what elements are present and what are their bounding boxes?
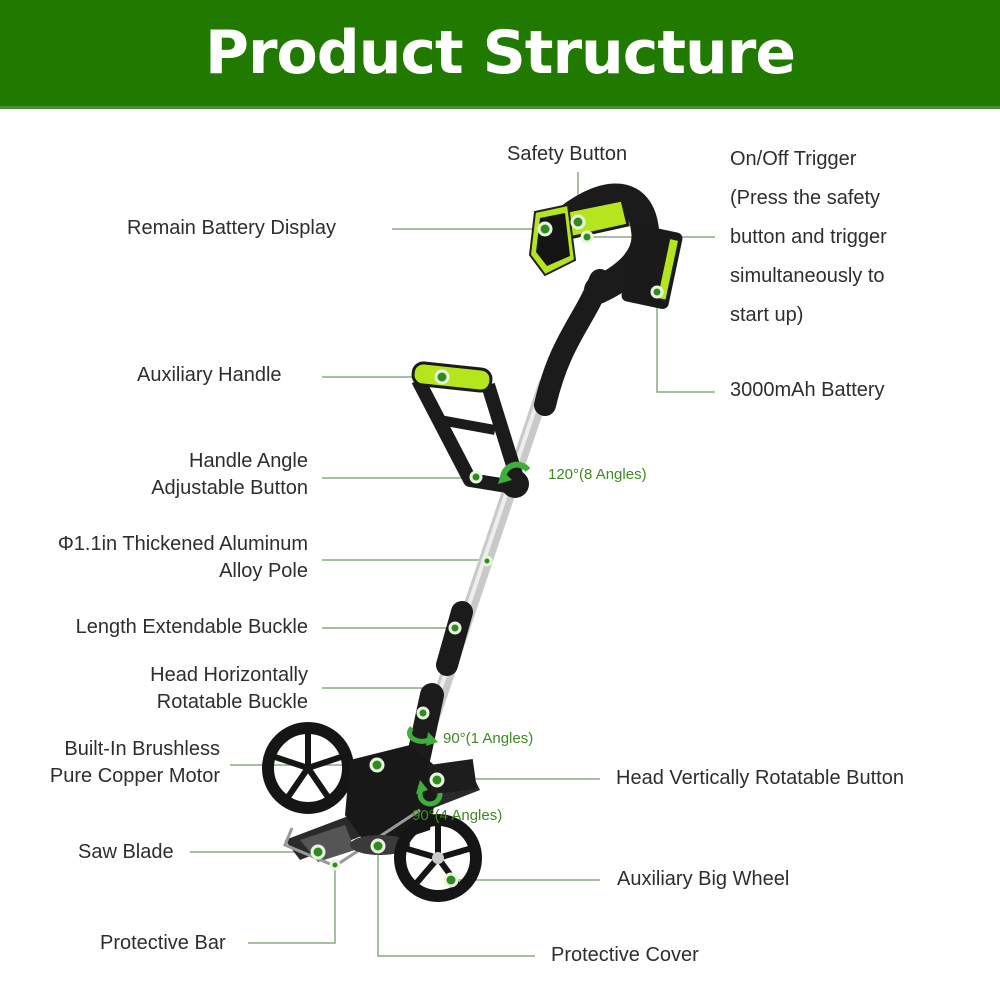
angle-handle: 120°(8 Angles) [548,466,647,483]
dot-protective-bar [329,859,341,871]
leader-protective-bar [248,865,336,944]
dot-pole [481,555,493,567]
trigger-line-4: simultaneously to [730,265,885,287]
handle-angle-line-2: Adjustable Button [151,477,308,499]
leader-battery [656,290,715,393]
handle-angle-line-1: Handle Angle [189,450,308,472]
auxiliary-handle [411,361,531,498]
angle-head-horizontal: 90°(1 Angles) [443,730,534,747]
dot-safety-button [570,214,586,230]
dot-head-vertical [429,772,445,788]
main-handle [528,183,683,310]
label-safety-button: Safety Button [507,143,628,165]
label-protective-cover: Protective Cover [551,944,699,966]
label-on-off-trigger: On/Off Trigger (Press the safety button … [730,140,887,335]
label-saw-blade: Saw Blade [78,841,174,863]
dot-length-buckle [448,621,462,635]
label-remain-battery-display: Remain Battery Display [127,217,336,239]
title-banner: Product Structure [0,0,1000,109]
label-protective-bar: Protective Bar [100,932,226,954]
cutting-head [262,722,482,902]
head-horizontal-line-2: Rotatable Buckle [156,691,308,713]
dot-cover [370,838,386,854]
label-handle-angle-button: Handle Angle Adjustable Button [151,448,308,502]
leader-protective-cover [377,846,535,957]
dot-saw-blade [310,844,326,860]
trigger-line-1: On/Off Trigger [730,148,857,170]
callout-dots [310,214,664,888]
trigger-line-5: start up) [730,304,804,326]
pole-line-2: Alloy Pole [219,560,308,582]
dot-head-horizontal [416,706,430,720]
label-head-horizontal-buckle: Head Horizontally Rotatable Buckle [150,662,308,716]
label-length-buckle: Length Extendable Buckle [75,616,308,638]
motor-line-2: Pure Copper Motor [49,765,220,787]
motor-line-1: Built-In Brushless [64,738,220,760]
label-big-wheel: Auxiliary Big Wheel [617,868,790,890]
trigger-line-2: (Press the safety [730,187,881,209]
leader-head-horizontal [322,687,423,713]
dot-handle-angle [469,470,483,484]
label-head-vertical-button: Head Vertically Rotatable Button [616,767,904,789]
page-title: Product Structure [204,18,796,88]
dot-motor [369,757,385,773]
label-aluminum-pole: Φ1.1in Thickened Aluminum Alloy Pole [58,531,308,585]
label-motor: Built-In Brushless Pure Copper Motor [50,736,220,790]
trigger-line-3: button and trigger [730,226,887,248]
label-auxiliary-handle: Auxiliary Handle [137,364,282,386]
dot-battery-display [537,221,553,237]
dot-big-wheel [443,872,459,888]
angle-head-vertical: 90°(4 Angles) [412,807,503,824]
label-battery: 3000mAh Battery [730,379,885,401]
pole-line-1: Φ1.1in Thickened Aluminum [57,533,308,555]
pole [406,269,611,772]
dot-aux-handle [434,369,450,385]
dot-trigger [580,230,594,244]
dot-battery [650,285,664,299]
head-horizontal-line-1: Head Horizontally [150,664,308,686]
